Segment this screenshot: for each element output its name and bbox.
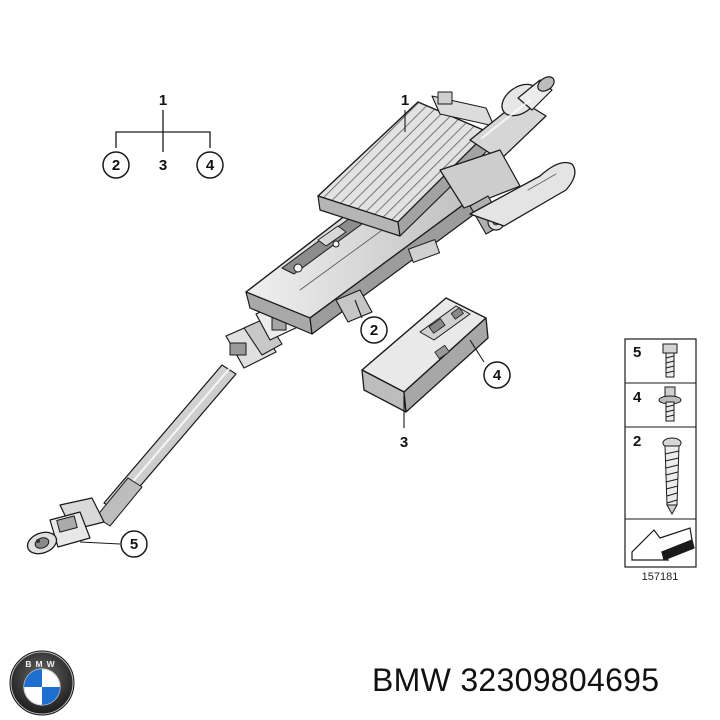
torx-screw-icon (662, 437, 682, 516)
tree-child-label: 4 (206, 157, 215, 174)
callout-column: 1 (401, 92, 409, 109)
brand-name: BMW (372, 662, 452, 698)
collar-bolt-icon (658, 386, 682, 422)
callout-module: 3 (400, 434, 408, 451)
callout-circle (360, 316, 388, 344)
tree-child-label: 3 (159, 157, 167, 174)
legend-row-number: 5 (633, 344, 641, 361)
legend-row-number: 4 (633, 389, 642, 406)
tree-child-label: 2 (112, 157, 120, 174)
bmw-logo: BMW (9, 650, 75, 716)
legend-row-number: 2 (633, 433, 641, 450)
diagram-code: 157181 (642, 571, 679, 583)
callout-module-side: 4 (493, 367, 502, 384)
hierarchy-tree: 1 2 3 4 (102, 92, 224, 179)
control-module-illustration (361, 297, 489, 413)
callouts (79, 110, 485, 545)
part-number: 32309804695 (460, 662, 660, 698)
callout-circle (120, 530, 148, 558)
steering-column-illustration (26, 76, 576, 555)
tree-child-circle (196, 151, 224, 179)
tree-child-circle (102, 151, 130, 179)
tree-root-label: 1 (159, 92, 167, 109)
callout-bracket: 2 (370, 322, 378, 339)
hex-bolt-icon (662, 343, 678, 378)
callout-joint: 5 (130, 536, 138, 553)
callout-circle (483, 361, 511, 389)
arrow-icon (631, 527, 695, 561)
lower-universal-joint (26, 497, 105, 555)
svg-text:BMW: BMW (25, 659, 58, 669)
part-caption: BMW 32309804695 (372, 662, 659, 699)
fastener-legend: 5 4 2 157181 (624, 338, 697, 583)
